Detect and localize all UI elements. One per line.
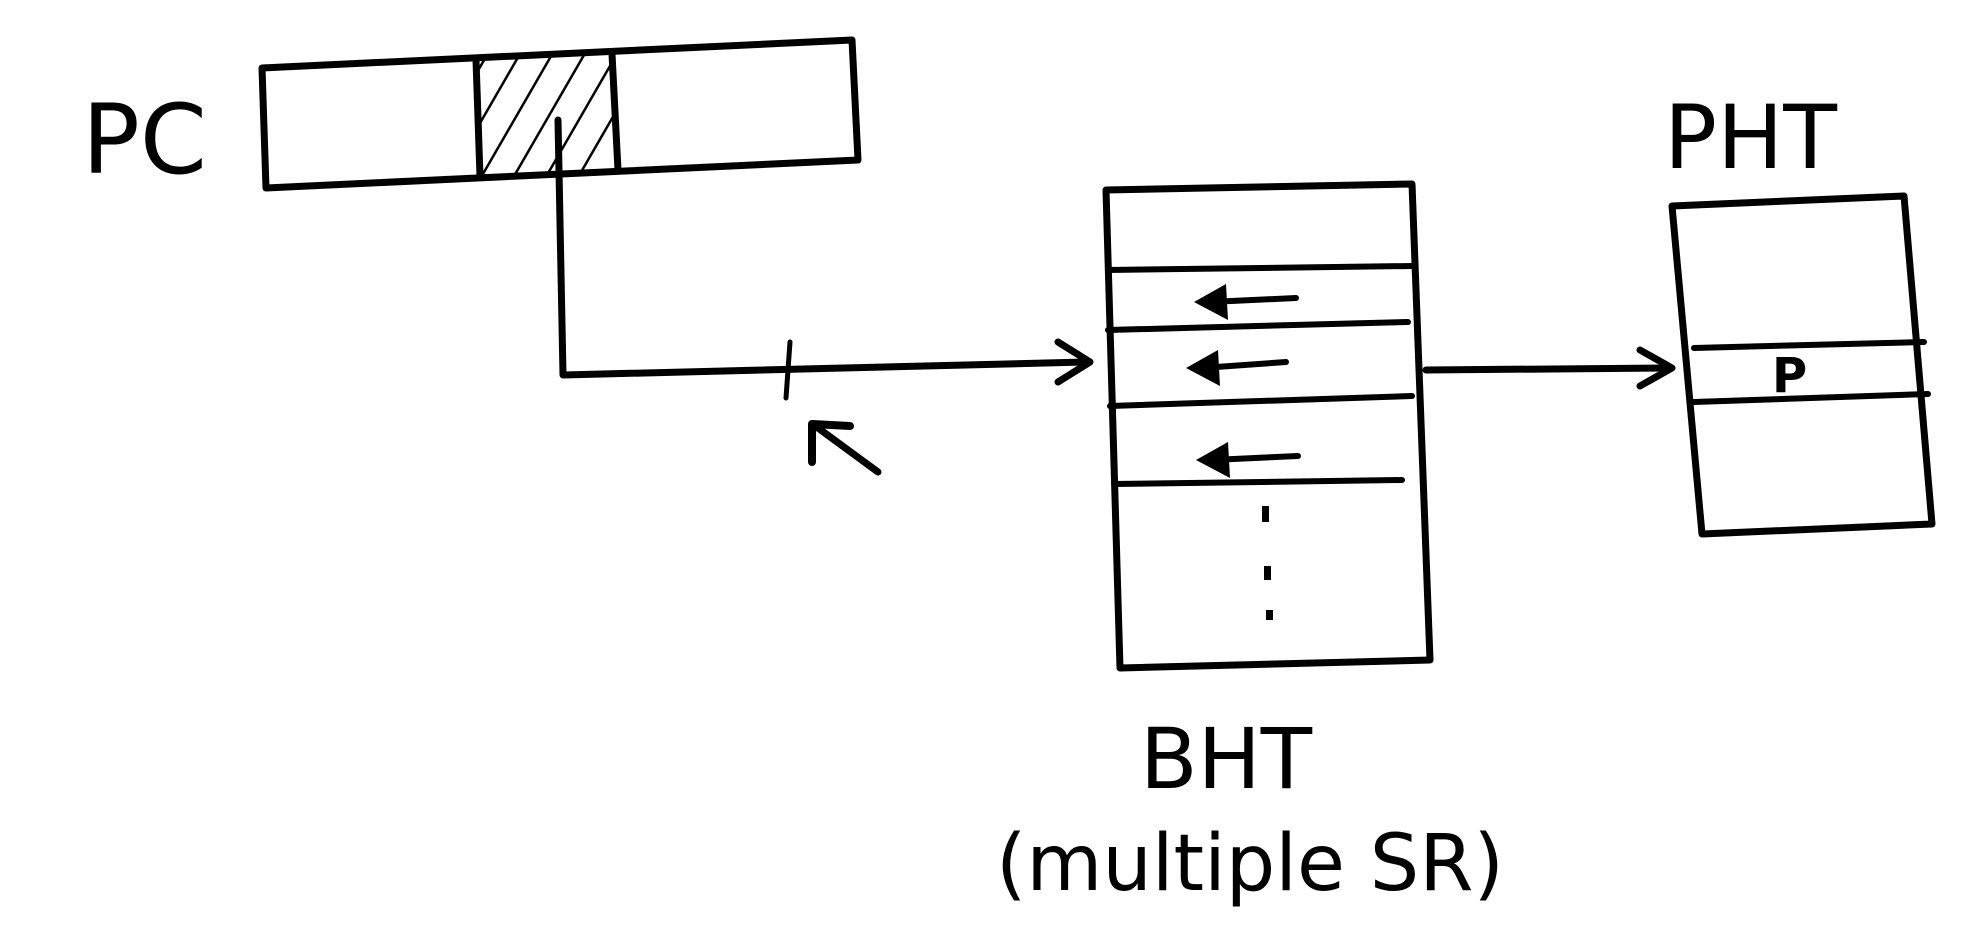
bht-table	[1102, 180, 1434, 672]
pht-row-divider	[1691, 391, 1931, 405]
index-width-tick	[783, 339, 793, 401]
pc-index-bits-field	[472, 50, 622, 180]
bht-shift-register-1	[1194, 284, 1299, 320]
pht-table: P	[1668, 192, 1936, 538]
pht-row-divider	[1691, 339, 1927, 351]
bht-row-divider	[1105, 319, 1411, 333]
pc-to-bht-connector	[554, 116, 1089, 379]
bht-to-pht-connector	[1422, 364, 1672, 374]
pht-entry-label: P	[1772, 348, 1807, 404]
bht-more-rows-ellipsis	[1262, 506, 1273, 620]
bht-caption: (multiple SR)	[996, 819, 1504, 909]
pc-register	[258, 36, 862, 192]
pc-label: PC	[82, 84, 207, 196]
bht-row-divider	[1111, 477, 1405, 487]
bht-to-pht-arrowhead	[1636, 346, 1676, 390]
index-width-pointer-head	[808, 420, 854, 466]
pc-to-bht-arrowhead	[1054, 338, 1094, 386]
bht-row-divider	[1105, 263, 1415, 273]
index-width-annotation	[783, 339, 882, 476]
pht-label: PHT	[1664, 86, 1838, 189]
bht-shift-register-2	[1186, 350, 1289, 386]
bht-row-divider	[1107, 393, 1415, 409]
bht-shift-register-3	[1196, 442, 1301, 478]
index-width-pointer-arrow	[814, 424, 882, 476]
bht-label: BHT	[1140, 710, 1313, 808]
